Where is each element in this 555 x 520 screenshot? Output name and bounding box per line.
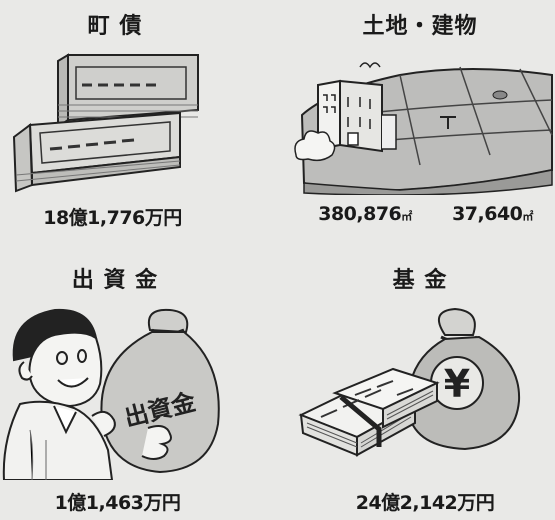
land-buildings-title: 土地・建物 <box>362 14 478 39</box>
yen-symbol: ¥ <box>444 362 470 406</box>
bond-certificates-illustration <box>10 45 205 195</box>
investment-title: 出 資 金 <box>71 268 159 293</box>
building-area-value: 37,640㎡ <box>435 203 550 225</box>
fund-title: 基 金 <box>392 268 448 293</box>
building-area-unit: ㎡ <box>522 210 533 223</box>
bonds-value: 18億1,776万円 <box>43 207 182 229</box>
person-with-money-bag-illustration: 出資金 <box>0 300 240 480</box>
land-area-number: 380,876 <box>318 203 402 225</box>
fund-value: 24億2,142万円 <box>355 492 495 514</box>
money-bag-and-bills-illustration: ¥ <box>295 305 530 470</box>
land-area-value: 380,876㎡ <box>300 203 430 225</box>
investment-value: 1億1,463万円 <box>54 492 181 514</box>
bonds-title: 町 債 <box>87 14 143 39</box>
land-area-unit: ㎡ <box>401 210 412 223</box>
building-area-number: 37,640 <box>452 203 523 225</box>
land-and-building-illustration <box>290 45 555 195</box>
